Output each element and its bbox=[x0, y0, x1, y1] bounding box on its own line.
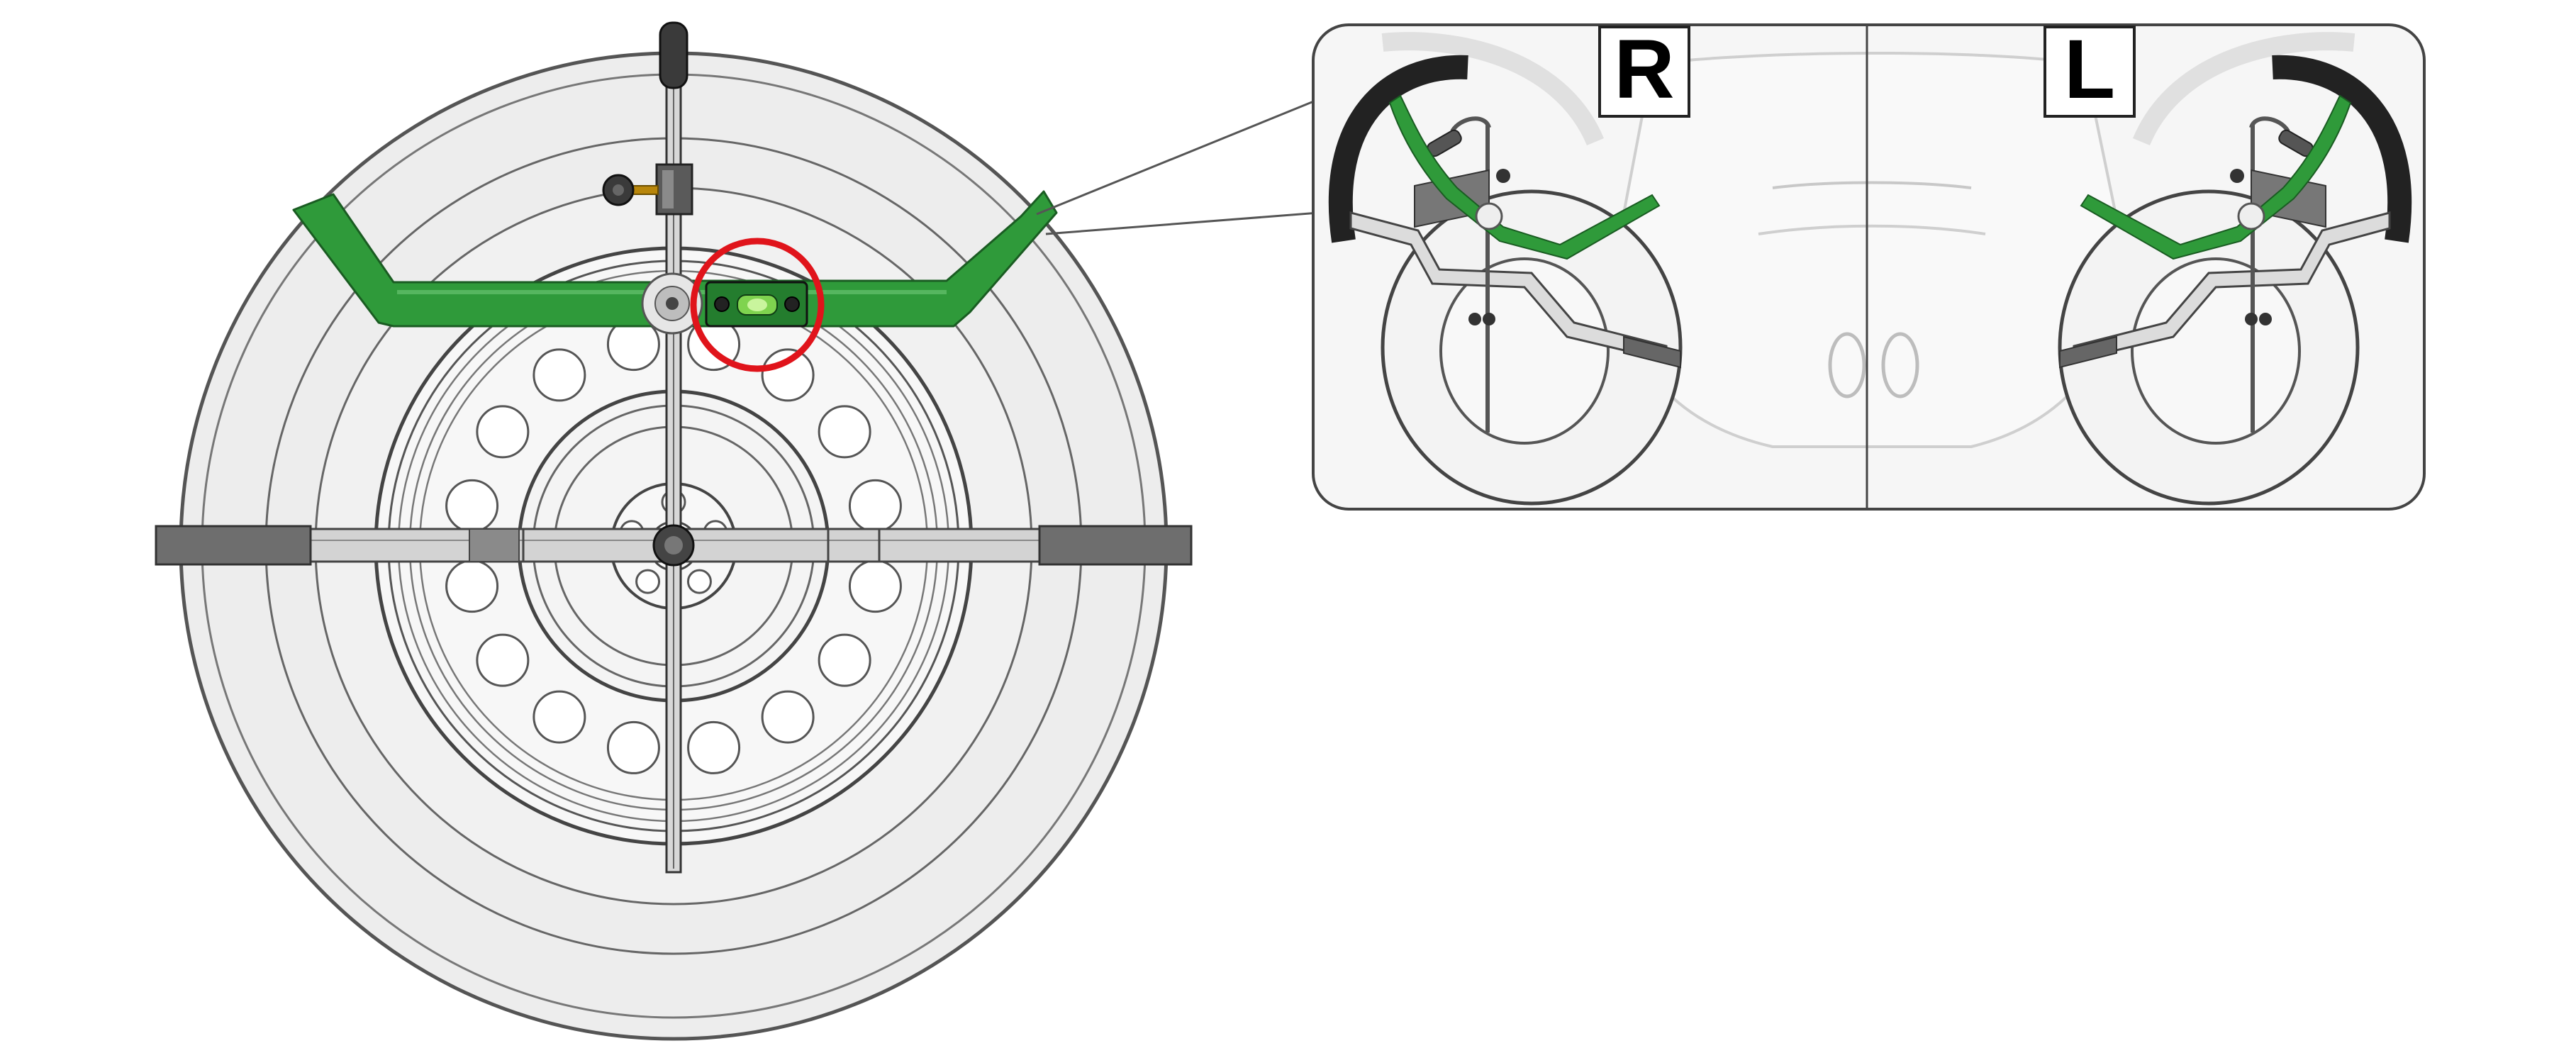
vent-hole bbox=[476, 405, 530, 459]
bar-slider-dark bbox=[469, 528, 520, 562]
inset-panel: R L bbox=[1312, 23, 2426, 511]
vent-hole bbox=[761, 348, 815, 402]
level-screw bbox=[714, 296, 730, 312]
lug-hole bbox=[635, 569, 661, 594]
inset-knob bbox=[2259, 313, 2272, 325]
vertical-rod-assembly bbox=[602, 21, 695, 874]
inset-rim bbox=[1439, 257, 1610, 445]
rod-handle bbox=[659, 21, 688, 89]
bubble-level-icon bbox=[737, 294, 778, 316]
inset-pivot bbox=[1475, 202, 1503, 230]
bar-right-end-cap bbox=[1038, 525, 1193, 566]
vent-hole bbox=[848, 479, 902, 533]
body-crease bbox=[1758, 224, 1986, 235]
inset-rod-handle bbox=[1450, 116, 1491, 133]
lug-hole bbox=[686, 569, 712, 594]
callout-line bbox=[1036, 98, 1320, 216]
inset-knob bbox=[2230, 169, 2244, 183]
label-box-left: L bbox=[2043, 23, 2136, 118]
vent-hole bbox=[818, 633, 871, 687]
inset-right-wheel bbox=[1328, 55, 1683, 506]
level-screw bbox=[784, 296, 800, 312]
vent-hole bbox=[445, 559, 499, 613]
label-box-right: R bbox=[1598, 23, 1690, 118]
rim-vent-holes bbox=[445, 318, 902, 774]
inset-left-wheel bbox=[2058, 55, 2412, 506]
inset-knob bbox=[1468, 313, 1481, 325]
inset-knob bbox=[2245, 313, 2258, 325]
vent-hole bbox=[848, 559, 902, 613]
body-arch bbox=[1381, 32, 1604, 146]
vent-hole bbox=[818, 405, 871, 459]
vent-hole bbox=[445, 479, 499, 533]
inset-rod-handle bbox=[2249, 116, 2290, 133]
pivot-bolt bbox=[666, 297, 679, 310]
vent-hole bbox=[476, 633, 530, 687]
tow-hole bbox=[1881, 332, 1919, 399]
inset-frame bbox=[1312, 23, 2426, 511]
knob-icon[interactable] bbox=[602, 174, 635, 206]
inset-green-bracket bbox=[2080, 94, 2352, 260]
green-bracket bbox=[292, 190, 1058, 335]
side-label-left: L bbox=[2064, 23, 2115, 116]
inset-knob bbox=[1496, 169, 1510, 183]
wheel-arch-liner bbox=[1328, 55, 1468, 243]
body-arch bbox=[2133, 32, 2355, 146]
rod-clamp bbox=[655, 163, 693, 216]
inset-knob bbox=[1483, 313, 1495, 325]
wheel-arch-liner bbox=[2272, 55, 2412, 243]
vent-hole bbox=[533, 690, 586, 744]
inset-bar-end bbox=[1623, 335, 1681, 369]
highlight-circle bbox=[690, 238, 825, 372]
inset-bar-end bbox=[2059, 335, 2117, 369]
callout-line bbox=[1045, 211, 1320, 235]
center-knob[interactable] bbox=[652, 524, 695, 567]
inset-rim bbox=[2131, 257, 2301, 445]
bar-left-end-cap bbox=[155, 525, 312, 566]
vent-hole bbox=[533, 348, 586, 402]
side-label-right: R bbox=[1614, 23, 1674, 116]
body-crease bbox=[1772, 181, 1972, 189]
inset-green-bracket bbox=[1388, 94, 1661, 260]
rod-clamp-face bbox=[662, 170, 674, 208]
vent-hole bbox=[761, 690, 815, 744]
tow-hole bbox=[1828, 332, 1866, 399]
vent-hole bbox=[687, 720, 741, 774]
inset-pivot bbox=[2237, 202, 2265, 230]
vent-hole bbox=[606, 720, 660, 774]
